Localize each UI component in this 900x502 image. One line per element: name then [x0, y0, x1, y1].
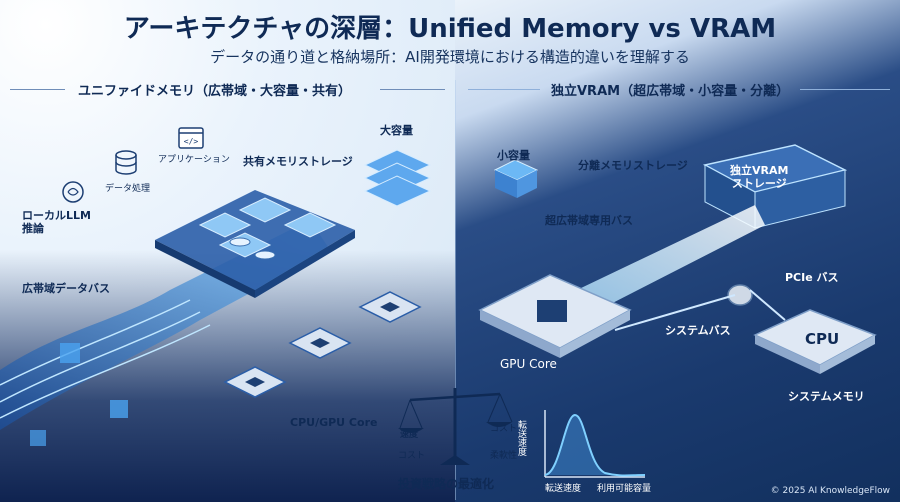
processor-chip-middle: [288, 327, 352, 359]
copyright: © 2025 AI KnowledgeFlow: [770, 486, 890, 496]
center-divider: [455, 80, 456, 500]
right-header-rule-1: [468, 89, 540, 90]
vram-architecture-graphic: [478, 144, 877, 374]
transfer-speed-graph: [544, 410, 646, 478]
label-large-capacity: 大容量: [380, 124, 413, 137]
database-icon: [115, 150, 137, 175]
label-pcie-bus: PCIe バス: [785, 271, 839, 284]
left-section-title: ユニファイドメモリ（広帯域・大容量・共有）: [78, 84, 352, 99]
label-system-bus: システムバス: [665, 324, 731, 337]
label-cost-right: コスト: [490, 424, 518, 434]
label-system-memory: システムメモリ: [788, 390, 865, 403]
label-local-llm: ローカルLLM 推論: [22, 209, 91, 235]
label-ultra-bus: 超広帯域専用バス: [545, 214, 633, 227]
label-separate-memory: 分離メモリストレージ: [578, 159, 688, 172]
graph-xlabel-right: 利用可能容量: [597, 484, 652, 494]
label-vram-box: 独立VRAM ストレージ: [730, 164, 789, 190]
label-gpu-core: GPU Core: [500, 357, 557, 371]
right-header-rule-2: [800, 89, 890, 90]
brain-head-icon: [62, 181, 84, 203]
graph-xlabel-left: 転送速度: [545, 484, 582, 494]
balance-scale-icon: [398, 388, 513, 465]
label-speed: 速度: [400, 430, 419, 440]
cpu-gpu-chip: [223, 366, 287, 398]
label-flexibility: 柔軟性: [490, 451, 518, 461]
shared-memory-platform: [155, 190, 355, 298]
large-capacity-stack: [363, 149, 432, 207]
label-cpu: CPU: [805, 330, 840, 348]
code-window-icon: </>: [178, 127, 204, 149]
label-cost-left: コスト: [398, 451, 426, 461]
label-investment-strategy: 投資戦略の最適化: [398, 477, 495, 491]
label-wide-bus: 広帯域データバス: [22, 282, 110, 295]
graph-ylabel: 転送速度: [516, 420, 526, 456]
left-header-rule-1: [10, 89, 65, 90]
page-title: アーキテクチャの深層：Unified Memory vs VRAM: [123, 14, 777, 44]
label-small-capacity: 小容量: [497, 149, 530, 162]
label-shared-memory: 共有メモリストレージ: [243, 155, 353, 168]
right-section-title: 独立VRAM（超広帯域・小容量・分離）: [551, 84, 790, 99]
page-subtitle: データの通り道と格納場所：AI開発環境における構造的違いを理解する: [210, 48, 690, 66]
left-header-rule-2: [380, 89, 445, 90]
label-data-processing: データ処理: [105, 184, 151, 194]
label-application: アプリケーション: [158, 155, 230, 165]
processor-chip-top: [358, 291, 422, 323]
svg-text:</>: </>: [184, 137, 199, 146]
label-cpu-gpu-core: CPU/GPU Core: [290, 416, 378, 429]
